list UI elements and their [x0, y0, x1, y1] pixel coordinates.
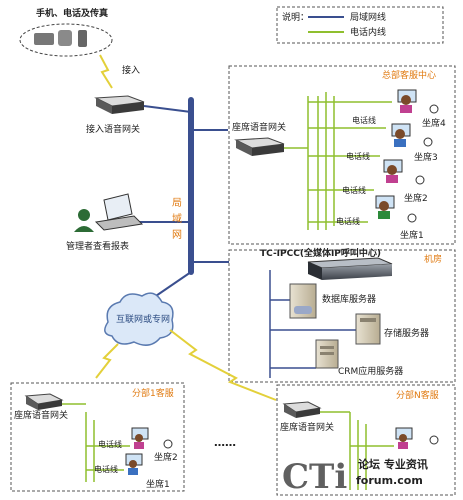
branch1-gateway	[24, 393, 64, 410]
branch1-panel: 分部1客服 座席语音网关 电话线 电话线 坐席2 坐席1	[10, 382, 185, 492]
branch1-title: 分部1客服	[132, 387, 174, 399]
fax-icon	[34, 33, 54, 45]
db-server-label: 数据库服务器	[322, 293, 376, 305]
hq-phone-line-label-2: 电话线	[346, 151, 370, 161]
headset-icon	[163, 439, 173, 449]
branch1-seat-2	[131, 427, 173, 449]
legend: 说明： 局域网线 电话内线	[276, 6, 444, 44]
devices-cloud	[19, 23, 113, 57]
machine-room-panel: TC-IPCC(全媒体IP呼叫中心) 机房 数据库服务器 存储服务器 CRM应用…	[228, 247, 456, 383]
lan-label-1: 局	[172, 197, 182, 209]
internet-cloud: 互联网或专网	[104, 292, 174, 346]
manager-laptop	[74, 193, 144, 232]
lan-label-3: 网	[172, 229, 182, 241]
branch1-gateway-label: 座席语音网关	[14, 409, 68, 421]
access-gateway-label: 接入语音网关	[86, 123, 140, 135]
hq-seat-1-label: 坐席1	[400, 229, 424, 241]
hq-phone-line-label-4: 电话线	[336, 216, 360, 226]
lan-link-access	[143, 105, 192, 113]
hq-gateway-label: 座席语音网关	[232, 121, 286, 133]
branchN-panel: 分部N客服 座席语音网关	[276, 384, 456, 496]
access-lightning	[99, 54, 113, 89]
more-branches-dots: ……	[214, 436, 236, 449]
headset-icon	[415, 175, 425, 185]
branch1-seat-2-label: 坐席2	[154, 451, 178, 463]
mobile-phone-icon	[78, 30, 87, 47]
hq-phone-line-label-3: 电话线	[342, 185, 366, 195]
hq-seat-4	[397, 89, 439, 114]
headset-icon	[423, 137, 433, 147]
access-gateway	[94, 95, 145, 114]
crm-server-icon	[315, 339, 339, 369]
headset-icon	[429, 435, 439, 445]
top-devices-label: 手机、电话及传真	[36, 7, 108, 19]
storage-server-label: 存储服务器	[384, 327, 429, 339]
branch1-seat-1-label: 坐席1	[146, 478, 170, 490]
watermark-line1: 论坛 专业资讯	[358, 457, 428, 471]
branchN-seat-2	[395, 427, 439, 449]
watermark-line2: forum.com	[356, 474, 423, 487]
legend-title: 说明：	[282, 11, 309, 23]
manager-avatar	[78, 209, 90, 221]
watermark-logo: CTi	[282, 457, 347, 497]
hq-seat-2-label: 坐席2	[404, 192, 428, 204]
hq-seat-4-label: 坐席4	[422, 117, 446, 129]
headset-icon	[407, 213, 417, 223]
hq-panel: 总部客服中心 座席语音网关 电话线 电话线 电话线 电话线 坐席4	[228, 65, 456, 245]
ipcc-rack	[307, 257, 393, 280]
hq-phone-line-label-1: 电话线	[352, 115, 376, 125]
ipcc-label: TC-IPCC(全媒体IP呼叫中心)	[260, 247, 381, 259]
branch1-phone-line-label-2: 电话线	[94, 464, 118, 474]
hq-seat-3	[391, 123, 433, 147]
branchN-title: 分部N客服	[396, 389, 439, 401]
access-label: 接入	[122, 64, 140, 76]
branchN-gateway-label: 座席语音网关	[280, 421, 334, 433]
crm-server-label: CRM应用服务器	[338, 365, 403, 377]
lan-label-2: 域	[172, 212, 182, 225]
lightning-branchN	[169, 329, 277, 401]
legend-lan-label: 局域网线	[350, 11, 386, 23]
hq-gateway	[234, 137, 285, 156]
hq-title: 总部客服中心	[382, 69, 436, 81]
storage-server-icon	[355, 313, 381, 345]
branchN-gateway	[282, 401, 322, 418]
telephone-icon	[58, 30, 72, 46]
machine-room-title: 机房	[424, 253, 442, 265]
hq-seat-1	[375, 195, 417, 223]
lightning-branch1	[95, 343, 119, 379]
watermark: CTi 论坛 专业资讯 forum.com	[282, 457, 428, 497]
branch1-seat-1	[125, 453, 143, 475]
branch1-phone-line-label-1: 电话线	[98, 439, 122, 449]
legend-phone-label: 电话内线	[350, 26, 386, 38]
hq-seat-3-label: 坐席3	[414, 151, 438, 163]
headset-icon	[429, 104, 439, 114]
hq-seat-2	[383, 159, 425, 185]
database-server-icon	[289, 283, 317, 319]
internet-label: 互联网或专网	[116, 313, 170, 325]
manager-label: 管理者查看报表	[66, 240, 129, 252]
